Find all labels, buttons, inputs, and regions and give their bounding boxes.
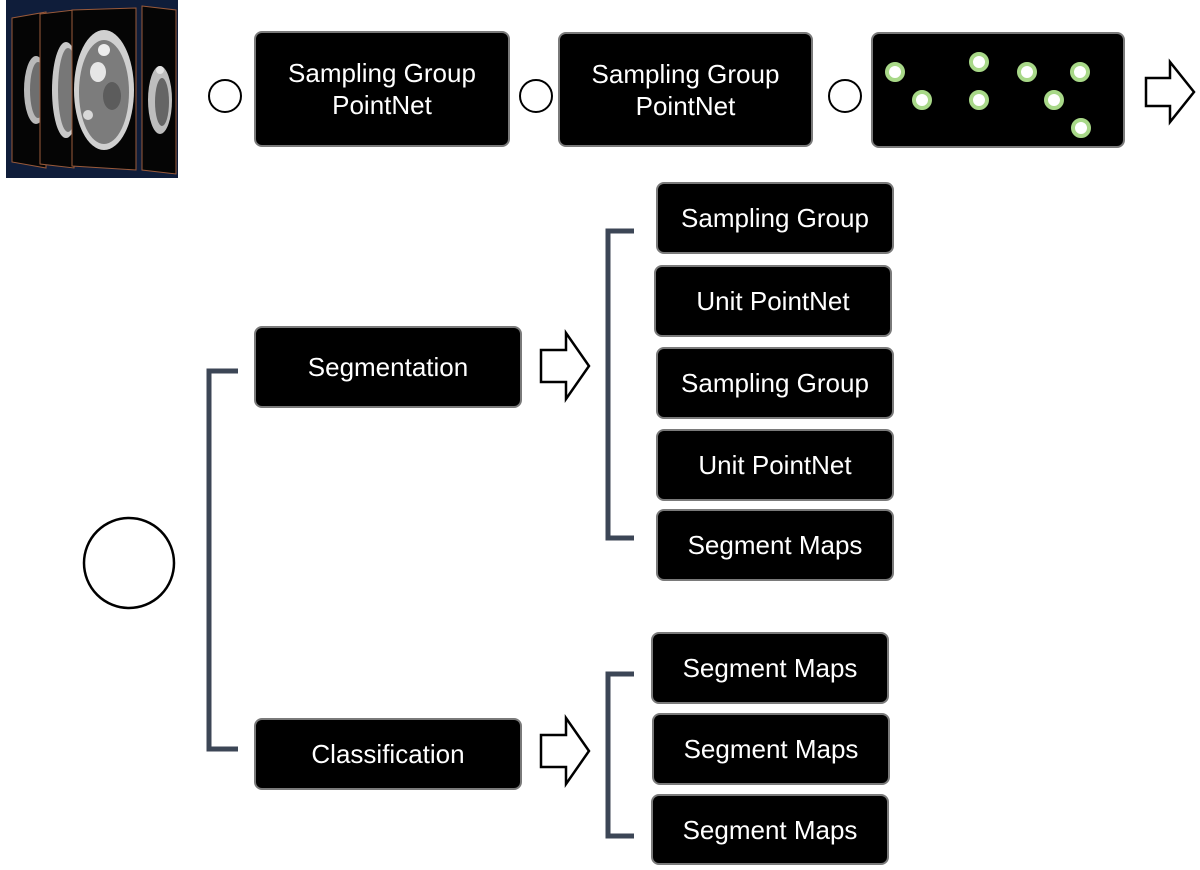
point-7 <box>1070 62 1090 82</box>
seg-step-1: Sampling Group <box>656 182 894 254</box>
sampling-group-pointnet-box-2: Sampling Group PointNet <box>558 32 813 147</box>
connector-circle-3 <box>828 79 862 113</box>
segmentation-arrow-icon <box>539 329 591 403</box>
point-4 <box>969 90 989 110</box>
classification-label: Classification <box>311 739 465 769</box>
point-6 <box>1044 90 1064 110</box>
cls-step-1-label: Segment Maps <box>682 653 858 683</box>
point-8 <box>1071 118 1091 138</box>
point-3 <box>969 52 989 72</box>
seg-step-3-label: Sampling Group <box>681 368 869 398</box>
main-branch-bracket <box>206 368 238 752</box>
box-1-line-1: Sampling Group <box>288 58 476 88</box>
ct-scan-image <box>6 0 178 178</box>
seg-step-5-label: Segment Maps <box>687 530 863 560</box>
ct-slice-3 <box>71 7 137 171</box>
ct-slice-4 <box>141 5 177 175</box>
segmentation-box: Segmentation <box>254 326 522 408</box>
cls-step-2: Segment Maps <box>652 713 890 785</box>
classification-box: Classification <box>254 718 522 790</box>
classification-arrow-icon <box>539 714 591 788</box>
seg-step-3: Sampling Group <box>656 347 894 419</box>
seg-step-1-label: Sampling Group <box>681 203 869 233</box>
box-2-line-1: Sampling Group <box>591 58 780 89</box>
seg-step-5: Segment Maps <box>656 509 894 581</box>
seg-step-4-label: Unit PointNet <box>698 450 852 480</box>
point-2 <box>912 90 932 110</box>
point-set-graphic <box>885 52 1091 138</box>
connector-circle-1 <box>208 79 242 113</box>
connector-circle-2 <box>519 79 553 113</box>
point-5 <box>1017 62 1037 82</box>
sampling-group-pointnet-box-1: Sampling Group PointNet <box>254 31 510 147</box>
ct-slices-graphic <box>11 5 177 175</box>
seg-step-4: Unit PointNet <box>656 429 894 501</box>
segmentation-label: Segmentation <box>307 352 469 382</box>
classification-steps-bracket <box>605 671 634 839</box>
cls-step-1: Segment Maps <box>651 632 889 704</box>
seg-step-2: Unit PointNet <box>654 265 892 337</box>
box-2-line-2: PointNet <box>635 90 736 121</box>
cls-step-3-label: Segment Maps <box>682 814 858 845</box>
cls-step-2-label: Segment Maps <box>683 734 859 764</box>
point-set-box <box>871 32 1125 148</box>
point-1 <box>885 62 905 82</box>
top-row-arrow-icon <box>1144 58 1196 126</box>
box-1-line-2: PointNet <box>332 90 432 120</box>
seg-step-2-label: Unit PointNet <box>696 286 850 316</box>
root-circle <box>82 516 176 610</box>
segmentation-steps-bracket <box>605 228 634 541</box>
cls-step-3: Segment Maps <box>651 794 889 865</box>
